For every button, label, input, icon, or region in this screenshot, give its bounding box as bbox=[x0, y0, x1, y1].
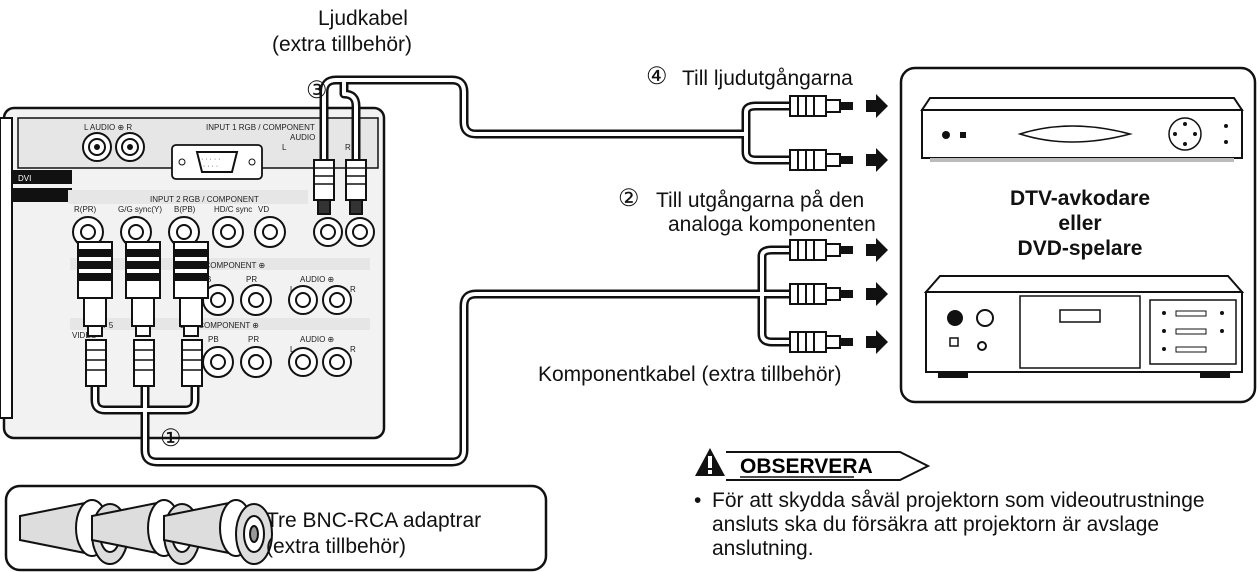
svg-text:DVI: DVI bbox=[18, 174, 31, 183]
warning-bullet: • bbox=[694, 488, 701, 513]
step3-marker: ③ bbox=[306, 78, 328, 103]
svg-text:L: L bbox=[282, 143, 287, 152]
svg-text:R: R bbox=[350, 285, 356, 294]
step2-label-line2: analoga komponenten bbox=[668, 212, 876, 237]
step2-label-line1: Till utgångarna på den bbox=[656, 188, 864, 213]
device-label: DTV-avkodare eller DVD-spelare bbox=[930, 186, 1230, 261]
step1-marker: ① bbox=[160, 426, 182, 451]
audio-cable-label-line2: (extra tillbehör) bbox=[272, 32, 412, 57]
svg-text:· · · · ·: · · · · · bbox=[201, 156, 220, 163]
svg-text:G/G sync(Y): G/G sync(Y) bbox=[118, 205, 162, 214]
svg-text:AUDIO ⊕: AUDIO ⊕ bbox=[300, 335, 334, 344]
adapter-label-line1: Tre BNC-RCA adaptrar bbox=[266, 508, 481, 533]
audio-jack-l1 bbox=[83, 133, 111, 161]
device-line-3: DVD-spelare bbox=[930, 236, 1230, 261]
step2-marker: ② bbox=[618, 186, 640, 211]
adapter-label-line2: (extra tillbehör) bbox=[266, 534, 406, 559]
warning-line-3: anslutning. bbox=[712, 536, 814, 561]
dtv-decoder-illustration bbox=[922, 98, 1242, 162]
svg-text:R: R bbox=[345, 143, 351, 152]
audio-cable-label-line1: Ljudkabel bbox=[318, 6, 408, 31]
svg-text:· · · ·: · · · · bbox=[203, 163, 218, 170]
svg-text:PR: PR bbox=[248, 335, 259, 344]
rgb-port: · · · · · · · · · bbox=[172, 145, 262, 179]
warning-line-2: ansluts ska du försäkra att projektorn ä… bbox=[712, 512, 1159, 537]
svg-text:VD: VD bbox=[258, 205, 269, 214]
svg-text:PB: PB bbox=[208, 335, 219, 344]
step4-label: Till ljudutgångarna bbox=[682, 66, 853, 91]
svg-text:HD/C sync: HD/C sync bbox=[214, 205, 252, 214]
dvd-player-illustration bbox=[926, 276, 1242, 378]
svg-text:/ COMPONENT ⊕: / COMPONENT ⊕ bbox=[200, 261, 265, 270]
svg-text:AUDIO ⊕: AUDIO ⊕ bbox=[300, 275, 334, 284]
svg-text:R: R bbox=[350, 345, 356, 354]
device-line-1: DTV-avkodare bbox=[930, 186, 1230, 211]
svg-text:OBSERVERA: OBSERVERA bbox=[740, 455, 873, 478]
svg-text:AUDIO: AUDIO bbox=[290, 133, 315, 142]
audio-jack-r1 bbox=[116, 133, 144, 161]
svg-text:INPUT 1 RGB / COMPONENT: INPUT 1 RGB / COMPONENT bbox=[206, 123, 315, 132]
bnc-adapters-panel bbox=[78, 242, 208, 336]
svg-text:PR: PR bbox=[246, 275, 257, 284]
warning-line-1: För att skydda såväl projektorn som vide… bbox=[712, 488, 1205, 513]
component-cable-label: Komponentkabel (extra tillbehör) bbox=[538, 362, 842, 387]
svg-text:L AUDIO ⊕ R: L AUDIO ⊕ R bbox=[84, 123, 132, 132]
svg-text:INPUT 2 RGB / COMPONENT: INPUT 2 RGB / COMPONENT bbox=[150, 195, 259, 204]
step4-marker: ④ bbox=[646, 64, 668, 89]
device-line-2: eller bbox=[930, 211, 1230, 236]
rca-plugs-panel bbox=[86, 340, 202, 386]
svg-text:B(PB): B(PB) bbox=[174, 205, 196, 214]
warning-banner: OBSERVERA bbox=[695, 448, 928, 480]
svg-text:R(PR): R(PR) bbox=[74, 205, 97, 214]
